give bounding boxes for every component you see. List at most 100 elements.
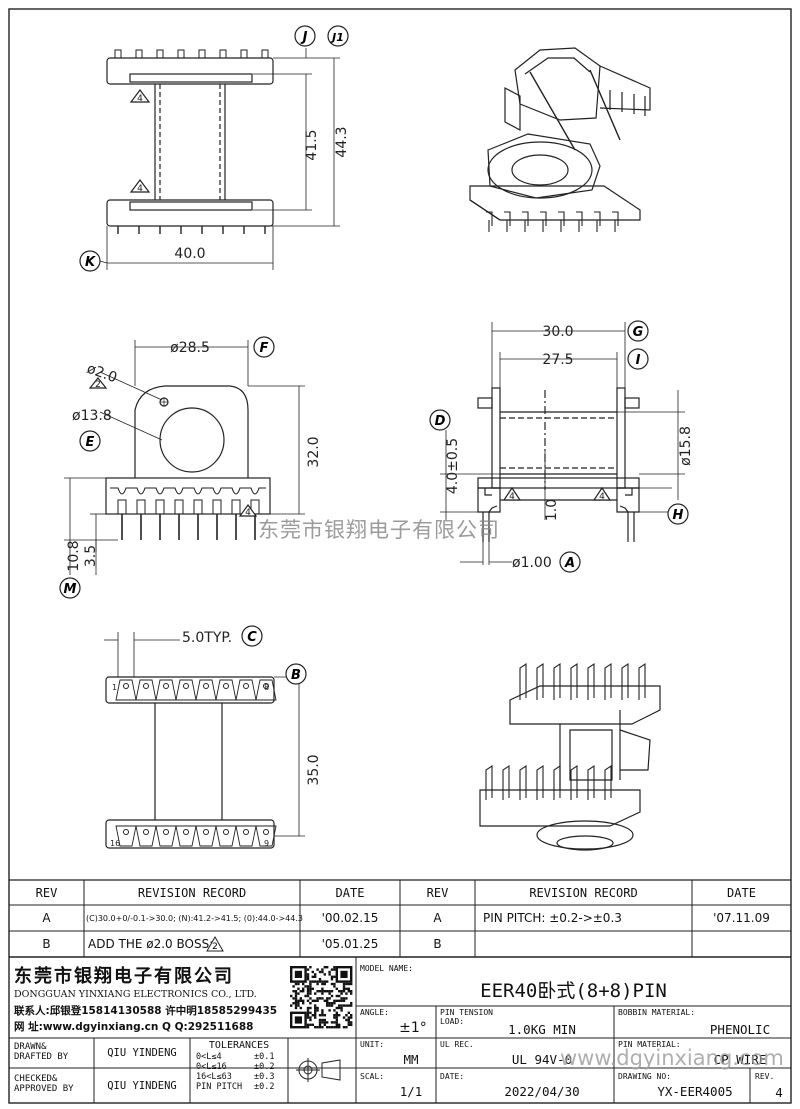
date-header: DATE [335, 885, 365, 900]
svg-text:C: C [247, 630, 257, 645]
tolerance-value: ±0.2 [254, 1062, 275, 1072]
pin-label-8: 8 [264, 683, 269, 692]
svg-text:A: A [564, 556, 575, 571]
rev-b: B [42, 937, 51, 951]
dim-bore-dia: ø13.8 [72, 408, 112, 424]
tolerance-range: 16<L≤63 [196, 1072, 232, 1082]
company-contact: 联系人:邱银登15814130588 许中明18585299435 [14, 1004, 278, 1017]
callout-B: B [285, 663, 307, 685]
rev-date-b: '05.01.25 [321, 937, 379, 951]
tolerance-value: ±0.3 [254, 1072, 275, 1082]
revision-record-a: (C)30.0+0/-0.1->30.0; (N):41.2->41.5; (0… [86, 913, 303, 923]
front-view [440, 322, 685, 565]
angle-label: ANGLE: [360, 1008, 389, 1017]
svg-text:F: F [260, 341, 269, 356]
revision-record-b: ADD THE ø2.0 BOSS: [88, 937, 214, 951]
company-name-cn: 东莞市银翔电子有限公司 [14, 966, 234, 987]
dim-height-32: 32.0 [306, 436, 322, 467]
svg-text:H: H [673, 508, 684, 523]
rev-header: REV [426, 885, 449, 900]
unit-value: MM [403, 1051, 419, 1067]
rev-label: REV. [755, 1072, 775, 1081]
top-left-view [99, 48, 340, 270]
model-name: EER40卧式(8+8)PIN [480, 979, 667, 1002]
revision-record-header: REVISION RECORD [529, 885, 638, 900]
watermark-url: www.dgyinxiang.com [560, 1046, 784, 1070]
rev-date-a: '00.02.15 [321, 911, 379, 925]
drawing-no-label: DRAWING NO: [618, 1072, 671, 1081]
scale-value: 1/1 [399, 1083, 423, 1099]
date-value: 2022/04/30 [504, 1083, 580, 1099]
date-header: DATE [727, 885, 756, 900]
projection-symbol [296, 1058, 341, 1082]
rev-date-a: '07.11.09 [713, 911, 770, 925]
callout-G: G [627, 320, 649, 342]
pin-label-16: 16 [110, 839, 120, 848]
svg-text:D: D [435, 414, 446, 429]
callout-A: A [559, 551, 581, 573]
ul-rec-value: UL 94V-0 [511, 1051, 573, 1067]
note-mark-2: 2 [95, 380, 101, 390]
model-label: MODEL NAME: [360, 964, 413, 973]
dim-pin-3-5: 3.5 [83, 545, 99, 567]
date-label: DATE: [440, 1072, 465, 1081]
isometric-view-top [469, 47, 651, 232]
tolerances-header: TOLERANCES [208, 1039, 270, 1051]
revision-record-a: PIN PITCH: ±0.2->±0.3 [483, 911, 622, 925]
title-block-grid [9, 880, 791, 1103]
rev-b: B [433, 937, 442, 951]
drawn-by-label: DRAWN& DRAFTED BY [14, 1042, 69, 1062]
company-website: 网 址:www.dgyinxiang.cn Q Q:292511688 [14, 1020, 254, 1033]
callout-D: D [429, 409, 451, 431]
ul-rec-label: UL REC. [440, 1040, 474, 1049]
rev-value: 4 [775, 1084, 783, 1100]
tolerance-value: ±0.2 [254, 1082, 275, 1092]
revision-record-header: REVISION RECORD [137, 885, 247, 900]
bottom-view [104, 632, 305, 849]
rev-a: A [42, 911, 51, 925]
isometric-view-bottom [479, 662, 661, 851]
checked-by-label: CHECKED& APPROVED BY [14, 1074, 74, 1094]
pin-material-label: PIN MATERIAL: [618, 1040, 681, 1049]
checked-by-value: QIU YINDENG [107, 1079, 177, 1092]
svg-text:I: I [636, 353, 641, 368]
dim-core-dia: ø15.8 [678, 426, 694, 466]
tolerance-range: PIN PITCH [196, 1082, 243, 1092]
watermark: 东莞市银翔电子有限公司 [258, 518, 500, 542]
scale-label: SCAL: [360, 1072, 385, 1081]
dim-pin-height: 1.0 [544, 499, 560, 521]
callout-J: J [294, 25, 316, 47]
pin-tension-value: 1.0KG MIN [508, 1021, 576, 1037]
callout-I: I [627, 348, 649, 370]
callout-F: F [253, 336, 275, 358]
dim-width-30: 30.0 [542, 324, 573, 340]
svg-text:K: K [85, 255, 96, 270]
pin-tension-label: PIN TENSION LOAD: [440, 1008, 493, 1026]
tolerance-value: ±0.1 [254, 1052, 275, 1062]
dim-41-5: 41.5 [304, 129, 320, 160]
title-block: REV REVISION RECORD DATE REV REVISION RE… [0, 880, 800, 1109]
svg-text:E: E [86, 435, 95, 450]
dim-flange-dia: ø28.5 [170, 340, 210, 356]
note-mark-4: 4 [137, 184, 143, 194]
svg-text:J: J [300, 30, 308, 45]
svg-text:M: M [64, 582, 77, 597]
bobbin-material-value: PHENOLIC [709, 1021, 771, 1037]
note-mark-4: 4 [599, 492, 605, 502]
svg-text:2: 2 [212, 942, 218, 952]
svg-text:B: B [291, 668, 301, 683]
dim-height-35: 35.0 [306, 754, 322, 785]
unit-label: UNIT: [360, 1040, 385, 1049]
pin-label-1: 1 [112, 683, 117, 692]
dim-44-3: 44.3 [334, 126, 350, 157]
drawing-no-value: YX-EER4005 [657, 1083, 733, 1099]
tolerance-range: 0<L≤16 [196, 1062, 227, 1072]
callout-H: H [667, 503, 689, 525]
callout-C: C [241, 625, 263, 647]
rev-a: A [433, 911, 442, 925]
note-mark-2: 2 [204, 931, 226, 957]
note-mark-4: 4 [245, 508, 251, 518]
pin-label-9: 9 [264, 839, 269, 848]
svg-text:G: G [633, 325, 644, 340]
